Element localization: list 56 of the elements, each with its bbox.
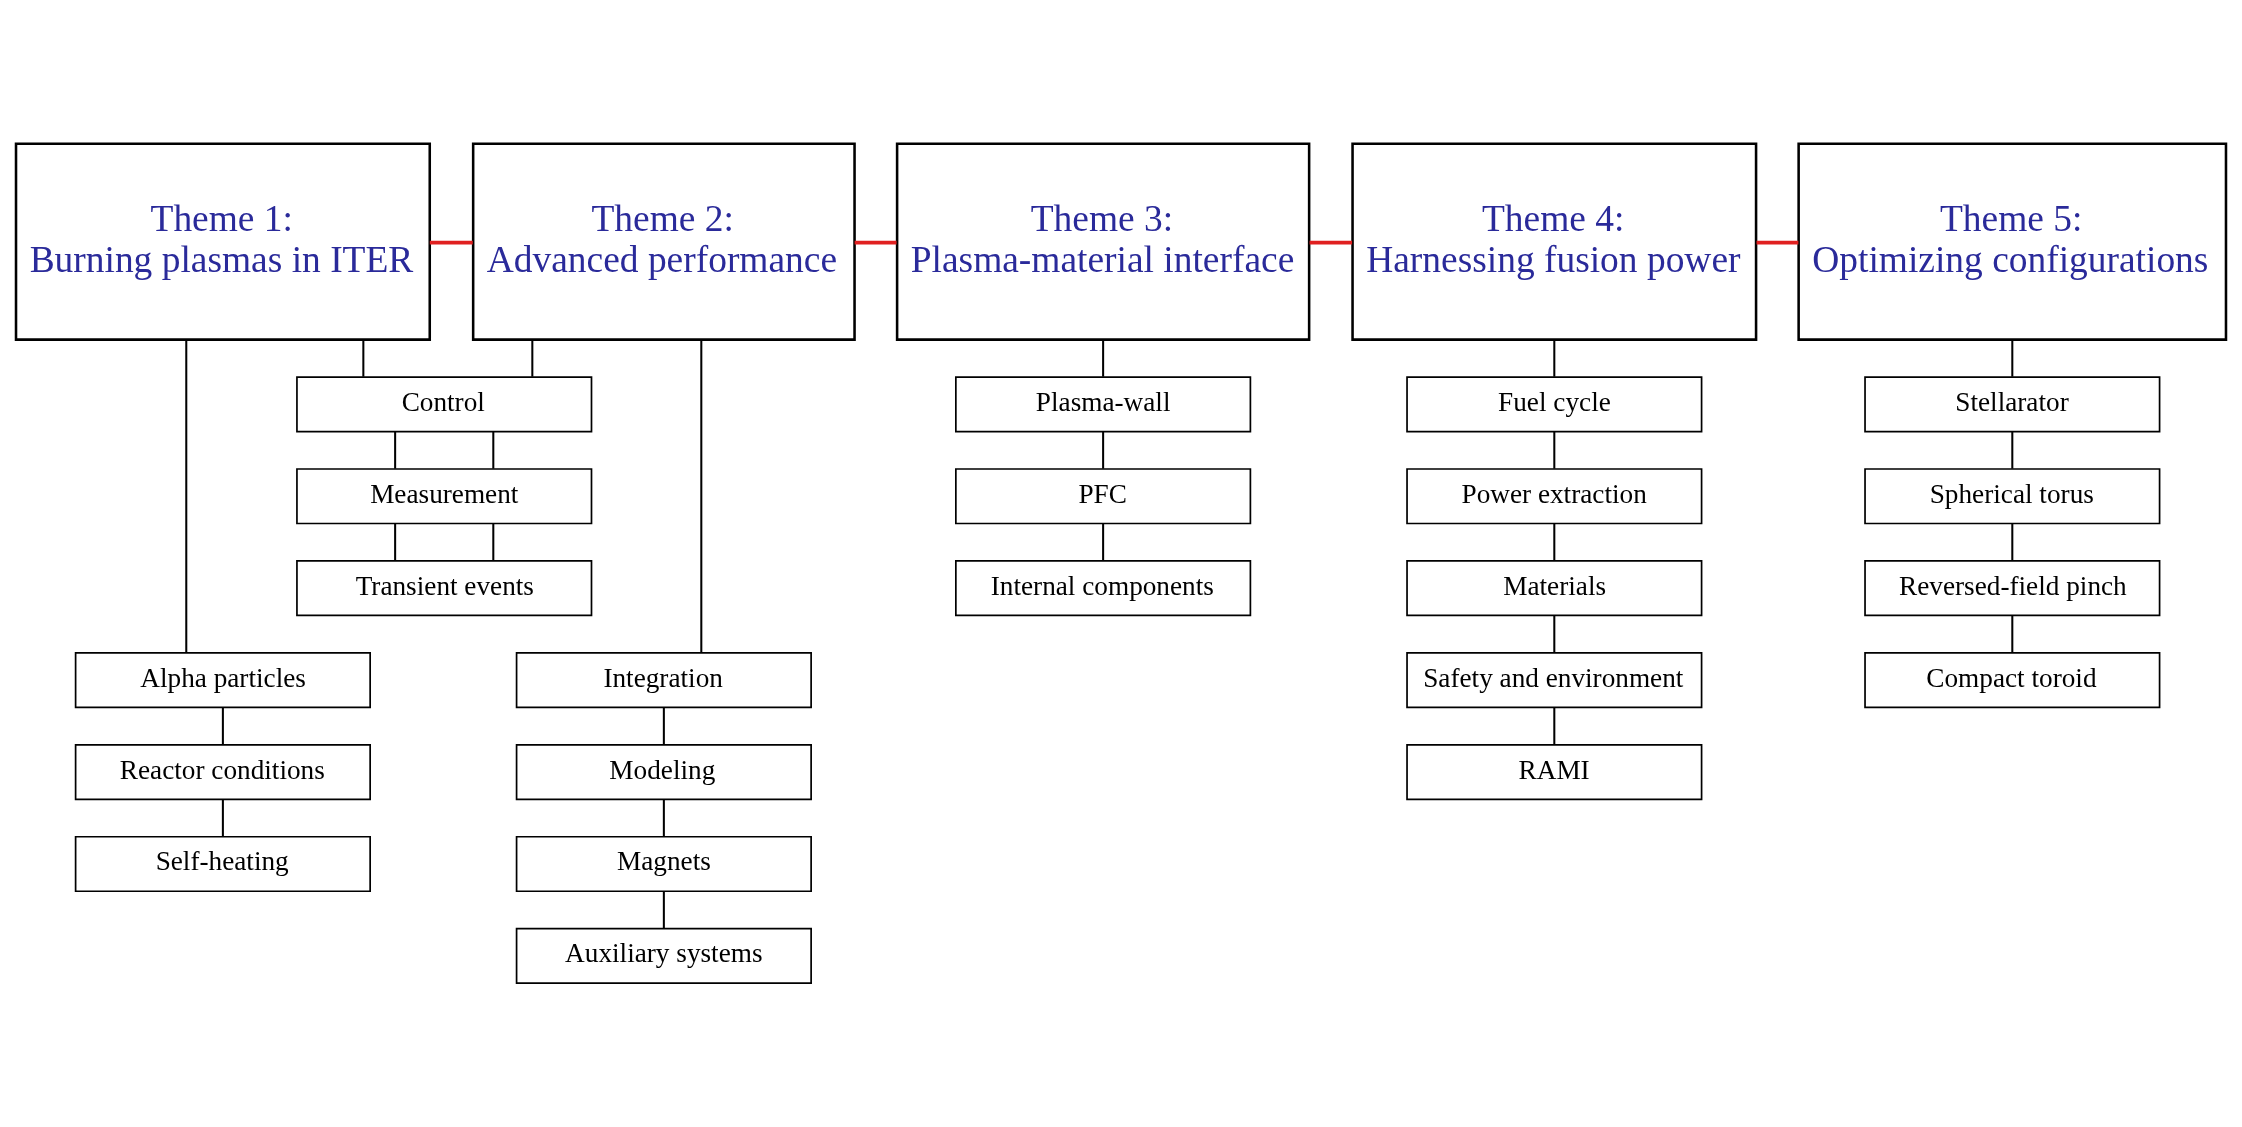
connector — [362, 340, 365, 377]
connector — [1102, 431, 1105, 469]
connector — [492, 431, 495, 469]
node-box: Compact toroid — [1864, 652, 2161, 709]
node-box: Spherical torus — [1864, 468, 2161, 525]
node-box: Measurement — [296, 468, 593, 525]
connector — [1553, 707, 1556, 745]
connector — [2011, 340, 2014, 377]
connector — [1756, 240, 1799, 245]
connector — [394, 523, 397, 561]
node-box: Fuel cycle — [1406, 376, 1703, 433]
node-box: Materials — [1406, 560, 1703, 617]
node-box: Alpha particles — [74, 652, 371, 709]
node-box: Plasma-wall — [955, 376, 1252, 433]
connector — [221, 799, 224, 837]
node-box: Safety and environment — [1406, 652, 1703, 709]
connector — [662, 707, 665, 745]
connector — [854, 240, 897, 245]
node-box: Theme 1: Burning plasmas in ITER — [14, 142, 432, 341]
node-box: Theme 5: Optimizing configurations — [1797, 142, 2228, 341]
connector — [1102, 340, 1105, 377]
node-box: Reactor conditions — [74, 744, 371, 801]
node-box: Magnets — [515, 835, 812, 893]
node-box: Theme 4: Harnessing fusion power — [1351, 142, 1758, 341]
node-box: Theme 2: Advanced performance — [471, 142, 856, 341]
node-box: Theme 3: Plasma-material interface — [895, 142, 1311, 341]
connector — [1553, 615, 1556, 653]
connector — [1309, 240, 1353, 245]
connector — [429, 240, 473, 245]
node-box: Transient events — [296, 560, 593, 617]
node-box: Internal components — [955, 560, 1252, 617]
node-box: Modeling — [515, 744, 812, 801]
connector — [531, 340, 534, 377]
connector — [492, 523, 495, 561]
node-box: Reversed-field pinch — [1864, 560, 2161, 617]
connector — [185, 340, 188, 653]
connector — [2011, 615, 2014, 653]
node-box: PFC — [955, 468, 1252, 525]
node-box: Auxiliary systems — [515, 927, 812, 985]
connector — [2011, 431, 2014, 469]
connector — [662, 891, 665, 929]
node-box: RAMI — [1406, 744, 1703, 801]
connector — [1102, 523, 1105, 561]
connector — [394, 431, 397, 469]
node-box: Power extraction — [1406, 468, 1703, 525]
connector — [662, 799, 665, 837]
connector — [1553, 340, 1556, 377]
node-box: Stellarator — [1864, 376, 2161, 433]
node-box: Integration — [515, 652, 812, 709]
connector — [221, 707, 224, 745]
connector — [2011, 523, 2014, 561]
connector — [1553, 431, 1556, 469]
connector — [1553, 523, 1556, 561]
node-box: Control — [296, 376, 593, 433]
connector — [700, 340, 703, 653]
node-box: Self-heating — [74, 835, 371, 893]
